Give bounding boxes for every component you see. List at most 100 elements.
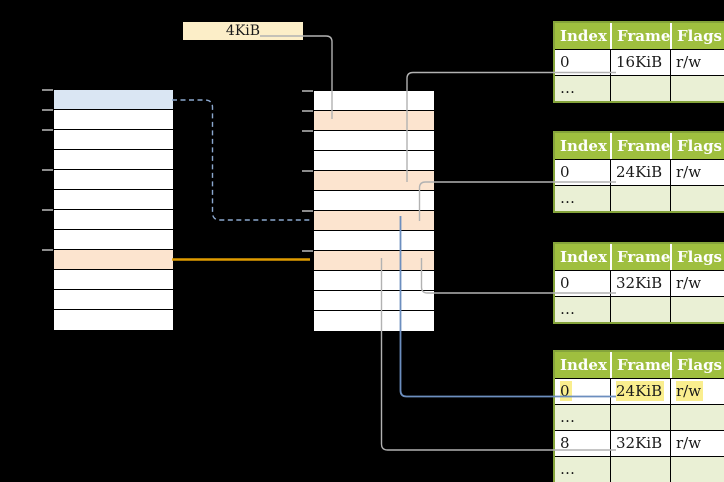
address-tick	[302, 110, 313, 112]
address-tick	[302, 210, 313, 212]
virtual-memory-row-5	[54, 190, 173, 210]
physical-memory-row-3	[314, 151, 434, 171]
table-cell	[670, 405, 724, 430]
page-table-level2-row-3: …	[555, 456, 724, 482]
table-cell: r/w	[670, 271, 724, 296]
table-cell	[610, 76, 670, 101]
page-table-32kib-row-1: …	[555, 296, 724, 322]
header-cell-index: Index	[560, 356, 607, 374]
page-size-box: 4KiB	[183, 22, 303, 40]
header-cell-flags: Flags	[670, 244, 724, 270]
table-cell: …	[560, 189, 575, 207]
virtual-memory-row-10	[54, 290, 173, 310]
table-cell	[610, 186, 670, 211]
virtual-memory-row-11	[54, 310, 173, 330]
page-table-level2-row-1: …	[555, 404, 724, 430]
address-tick	[42, 209, 53, 211]
address-tick	[42, 129, 53, 131]
table-cell: 8	[560, 434, 570, 452]
page-table-level2-row-0: 0 24KiB r/w	[555, 378, 724, 404]
address-tick	[302, 90, 313, 92]
table-cell: 24KiB	[610, 160, 670, 185]
page-size-label: 4KiB	[225, 23, 261, 39]
address-tick	[42, 169, 53, 171]
table-cell	[670, 457, 724, 482]
table-cell: …	[560, 460, 575, 478]
physical-memory-row-6	[314, 211, 434, 231]
table-cell: 0	[560, 163, 570, 181]
address-tick	[42, 249, 53, 251]
header-cell-flags: Flags	[670, 133, 724, 159]
table-cell	[670, 186, 724, 211]
header-cell-index: Index	[560, 248, 607, 266]
table-cell: 0	[555, 379, 610, 404]
table-cell: r/w	[670, 431, 724, 456]
virtual-memory-row-9	[54, 270, 173, 290]
table-cell: r/w	[670, 50, 724, 75]
table-cell	[610, 297, 670, 322]
address-tick	[42, 89, 53, 91]
virtual-memory-row-4	[54, 170, 173, 190]
header-cell-flags: Flags	[670, 23, 724, 49]
table-cell: 16KiB	[610, 50, 670, 75]
virtual-memory-row-2	[54, 130, 173, 150]
table-cell: 0	[560, 53, 570, 71]
table-cell: 32KiB	[610, 431, 670, 456]
physical-memory-row-2	[314, 131, 434, 151]
header-cell-frame: Frame	[610, 244, 670, 270]
header-cell-index: Index	[560, 27, 607, 45]
physical-memory-table	[313, 90, 435, 332]
physical-memory-row-1	[314, 111, 434, 131]
table-cell: …	[560, 300, 575, 318]
header-cell-frame: Frame	[610, 23, 670, 49]
table-cell: 24KiB	[610, 379, 670, 404]
highlighted-value: r/w	[676, 381, 704, 401]
physical-memory-row-0	[314, 91, 434, 111]
virtual-memory-row-7	[54, 230, 173, 250]
physical-memory-row-9	[314, 271, 434, 291]
highlighted-value: 0	[560, 381, 572, 401]
physical-memory-row-4	[314, 171, 434, 191]
virtual-memory-row-6	[54, 210, 173, 230]
address-tick	[302, 170, 313, 172]
virtual-memory-row-0	[54, 90, 173, 110]
table-cell: …	[560, 79, 575, 97]
physical-memory-row-5	[314, 191, 434, 211]
address-tick	[302, 130, 313, 132]
header-cell-flags: Flags	[670, 352, 724, 378]
physical-memory-row-10	[314, 291, 434, 311]
address-tick	[42, 109, 53, 111]
physical-memory-row-8	[314, 251, 434, 271]
header-cell-index: Index	[560, 137, 607, 155]
virtual-memory-row-8	[54, 250, 173, 270]
table-cell	[670, 76, 724, 101]
table-cell: r/w	[670, 379, 724, 404]
virtual-memory-row-1	[54, 110, 173, 130]
table-cell	[610, 405, 670, 430]
physical-memory-row-11	[314, 311, 434, 331]
table-cell: r/w	[670, 160, 724, 185]
highlighted-value: 24KiB	[616, 381, 665, 401]
header-cell-frame: Frame	[610, 352, 670, 378]
table-cell	[610, 457, 670, 482]
page-table-16kib-row-1: …	[555, 75, 724, 101]
table-cell: 0	[560, 274, 570, 292]
page-table-24kib-row-1: …	[555, 185, 724, 211]
physical-memory-row-7	[314, 231, 434, 251]
header-cell-frame: Frame	[610, 133, 670, 159]
table-cell: …	[560, 408, 575, 426]
table-cell	[670, 297, 724, 322]
arrow-virtual-page-to-physical-dashed	[172, 99, 310, 221]
